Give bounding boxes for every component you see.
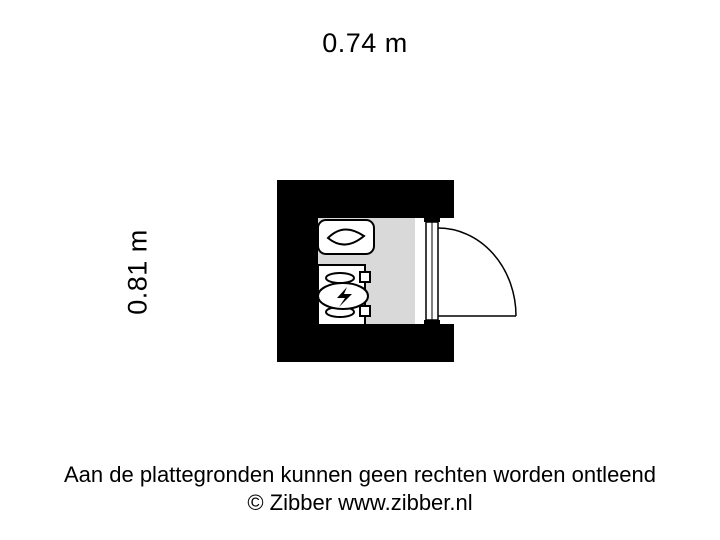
disclaimer-text: Aan de plattegronden kunnen geen rechten… — [63, 462, 657, 487]
width-dimension-label: 0.74 m — [322, 28, 408, 58]
gas-flame-icon — [326, 228, 366, 246]
electric-meter-fixture — [317, 264, 371, 326]
gas-meter-fixture — [317, 219, 375, 255]
door-frame — [424, 218, 440, 324]
door-swing-arc — [437, 227, 517, 317]
lightning-bolt-icon — [337, 287, 352, 307]
copyright-text: © Zibber www.zibber.nl — [247, 490, 473, 515]
